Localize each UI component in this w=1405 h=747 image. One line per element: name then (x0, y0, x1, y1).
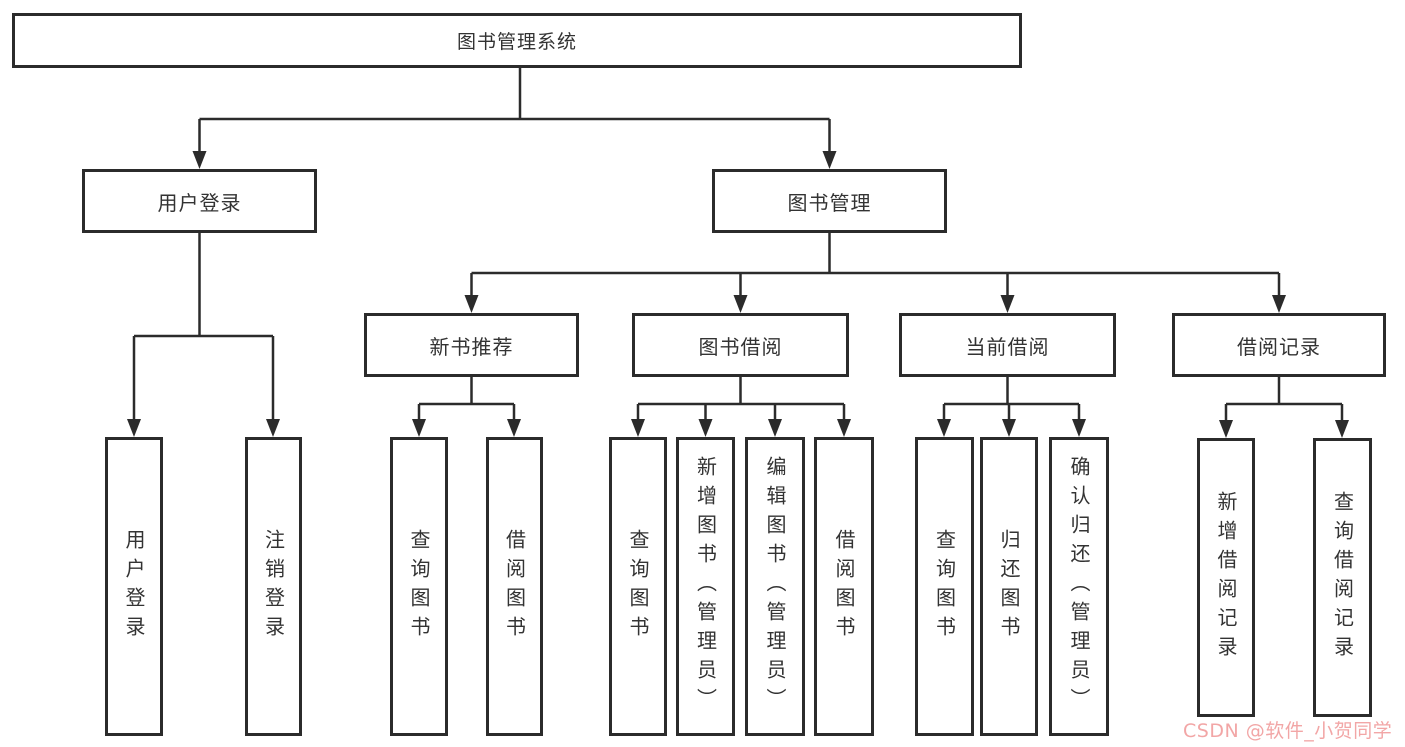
node-label: 编辑图书（管理员） (763, 456, 787, 717)
leaf-query-books-borrow: 查询图书 (609, 437, 667, 736)
arrowhead (192, 151, 207, 169)
arrowhead (733, 295, 748, 313)
arrowhead (1335, 420, 1349, 438)
node-label: 当前借阅 (965, 334, 1050, 359)
leaf-query-books-current: 查询图书 (915, 437, 974, 736)
leaf-add-books-admin: 新增图书（管理员） (676, 437, 735, 736)
arrowhead (266, 419, 280, 437)
node-label: 新增图书（管理员） (693, 456, 718, 717)
node-new-book-recommendation: 新书推荐 (364, 313, 579, 377)
node-label: 注销登录 (261, 528, 286, 645)
node-label: 图书借阅 (698, 334, 783, 359)
node-label: 借阅图书 (502, 528, 527, 645)
node-label: 查询图书 (626, 528, 650, 645)
leaf-return-books: 归还图书 (980, 437, 1038, 736)
node-label: 图书管理系统 (456, 31, 577, 53)
arrowhead (698, 419, 713, 437)
arrowhead (507, 419, 521, 437)
connector-borrow-records-to-leaves (1219, 377, 1349, 438)
arrowhead (837, 419, 851, 437)
arrowhead (1002, 419, 1016, 437)
node-label: 借阅记录 (1237, 334, 1321, 359)
arrowhead (412, 419, 426, 437)
node-label: 借阅图书 (832, 528, 856, 645)
arrowhead (127, 419, 141, 437)
arrowhead (1219, 420, 1233, 438)
connector-user-login-to-leaves (127, 233, 280, 437)
leaf-user-login: 用户登录 (105, 437, 163, 736)
arrowhead (937, 419, 951, 437)
node-label: 图书管理 (787, 190, 872, 215)
arrowhead (464, 295, 479, 313)
arrowhead (1000, 295, 1015, 313)
connector-new-book-to-leaves (412, 377, 521, 437)
node-book-borrowing: 图书借阅 (632, 313, 849, 377)
node-user-login: 用户登录 (82, 169, 317, 233)
node-label: 确认归还（管理员） (1067, 456, 1091, 717)
connector-current-borrow-to-leaves (937, 377, 1086, 437)
connector-book-mgmt-to-level3 (464, 233, 1286, 313)
arrowhead (1272, 295, 1286, 313)
arrowhead (822, 151, 837, 169)
arrowhead (1072, 419, 1086, 437)
node-label: 查询图书 (407, 528, 431, 645)
leaf-logout: 注销登录 (245, 437, 302, 736)
leaf-borrow-books: 借阅图书 (814, 437, 874, 736)
connector-root-to-level2 (192, 68, 837, 169)
leaf-query-books-recommend: 查询图书 (390, 437, 448, 736)
node-book-management: 图书管理 (712, 169, 947, 233)
node-label: 查询图书 (932, 528, 957, 645)
leaf-query-borrow-record: 查询借阅记录 (1313, 438, 1372, 717)
node-label: 归还图书 (997, 528, 1021, 645)
node-root-library-system: 图书管理系统 (12, 13, 1022, 68)
arrowhead (768, 419, 782, 437)
leaf-confirm-return-admin: 确认归还（管理员） (1049, 437, 1109, 736)
node-current-borrowing: 当前借阅 (899, 313, 1116, 377)
node-label: 新增借阅记录 (1214, 490, 1238, 665)
csdn-watermark: CSDN @软件_小贺同学 (1183, 720, 1393, 742)
connector-book-borrow-to-leaves (631, 377, 851, 437)
leaf-edit-books-admin: 编辑图书（管理员） (745, 437, 805, 736)
node-borrowing-records: 借阅记录 (1172, 313, 1386, 377)
leaf-borrow-books-recommend: 借阅图书 (486, 437, 543, 736)
arrowhead (631, 419, 645, 437)
node-label: 用户登录 (122, 528, 146, 645)
node-label: 查询借阅记录 (1330, 490, 1355, 665)
node-label: 用户登录 (157, 190, 242, 215)
node-label: 新书推荐 (429, 334, 514, 359)
leaf-add-borrow-record: 新增借阅记录 (1197, 438, 1255, 717)
